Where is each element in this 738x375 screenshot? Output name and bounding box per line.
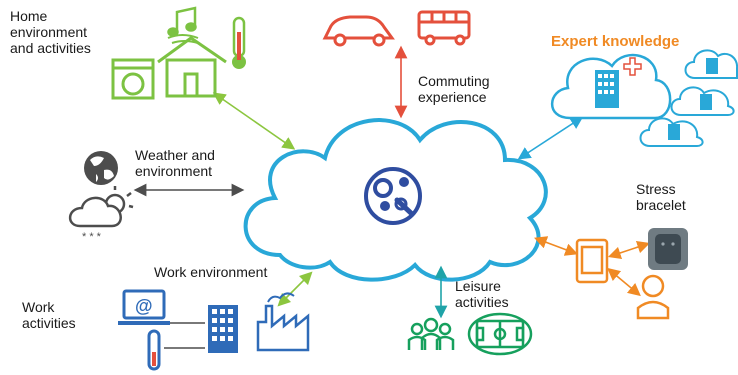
hospital-cloud-small-icon — [639, 117, 704, 147]
weather-cloud-icon: * * * — [68, 186, 134, 243]
stress-bracelet-photo — [648, 228, 688, 270]
music-note-icon — [167, 6, 199, 44]
thermometer-icon — [232, 16, 246, 69]
car-icon — [322, 15, 395, 47]
label-commuting-experience: Commuting experience — [418, 73, 490, 105]
arrow-bracelet-phone — [607, 240, 651, 260]
svg-text:* * *: * * * — [82, 231, 102, 243]
label-stress-bracelet: Stress bracelet — [636, 181, 686, 213]
gears-hub-icon — [364, 167, 422, 225]
hospital-cloud-small-icon — [684, 49, 738, 79]
arrow-expert — [517, 116, 584, 160]
label-work-activities: Work activities — [22, 299, 76, 331]
washing-machine-icon — [111, 58, 155, 100]
connector-lines — [164, 322, 205, 349]
bus-icon — [417, 10, 471, 46]
hospital-cloud-icon — [551, 53, 672, 120]
arrow-home — [212, 92, 296, 150]
label-leisure-activities: Leisure activities — [455, 278, 509, 310]
group-people-icon — [407, 317, 455, 350]
arrow-stress — [534, 236, 578, 256]
laptop-email-icon: @ — [118, 289, 170, 325]
office-building-icon — [208, 305, 238, 353]
test-tube-icon — [147, 329, 161, 371]
email-at-glyph: @ — [135, 296, 153, 316]
arrow-work-environment — [277, 271, 313, 307]
label-work-environment: Work environment — [154, 264, 268, 280]
hospital-cloud-small-icon — [670, 86, 735, 116]
house-icon — [157, 36, 227, 98]
soccer-field-icon — [467, 312, 533, 356]
label-home-environment: Home environment and activities — [10, 8, 91, 56]
label-expert-knowledge: Expert knowledge — [551, 33, 680, 50]
smartphone-icon — [575, 238, 609, 284]
arrow-person-phone — [607, 267, 641, 297]
globe-icon — [84, 151, 118, 185]
person-icon — [636, 274, 670, 320]
label-weather-environment: Weather and environment — [135, 147, 215, 179]
factory-icon — [256, 292, 310, 352]
